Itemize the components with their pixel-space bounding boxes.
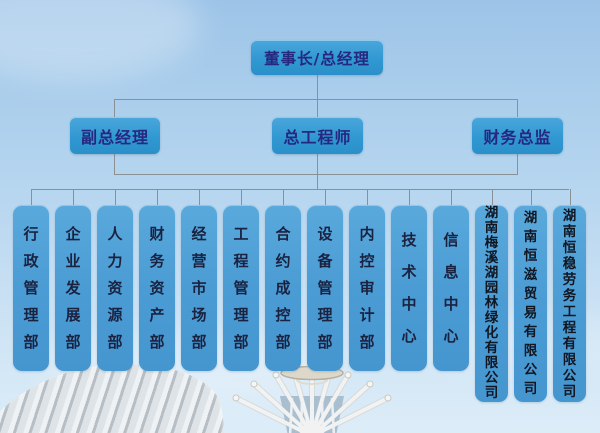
org-node-label: 行政管理部 [23,224,39,351]
org-level3-row: 行政管理部 企业发展部 人力资源部 财务资产部 经营市场部 工程管理部 合约成控… [13,189,586,402]
dept-admin-management: 行政管理部 [13,189,49,371]
org-node-label: 副总经理 [80,127,149,147]
dept-human-resources: 人力资源部 [97,189,133,371]
org-node-label: 内控审计部 [359,224,375,351]
org-node-label: 湖南恒滋贸易有限公司 [523,209,538,397]
connector [317,75,318,99]
org-node-label: 信息中心 [443,231,459,345]
org-node-chairman-general-manager: 董事长/总经理 [251,40,383,75]
connector [517,99,518,118]
subsidiary-hengzi-trading: 湖南恒滋贸易有限公司 [514,189,547,402]
org-node-label: 财务资产部 [149,224,165,351]
connector [517,154,518,174]
org-node-label: 经营市场部 [191,224,207,351]
dept-finance-assets: 财务资产部 [139,189,175,371]
connector [317,99,318,117]
org-node-label: 人力资源部 [107,224,123,351]
org-node-label: 财务总监 [483,127,552,147]
org-node-label: 总工程师 [283,127,352,147]
org-node-finance-director: 财务总监 [472,117,563,154]
dept-equipment-management: 设备管理部 [307,189,343,371]
dept-operations-market: 经营市场部 [181,189,217,371]
dept-internal-audit: 内控审计部 [349,189,385,371]
org-node-label: 合约成控部 [275,224,291,351]
connector [114,99,518,100]
connector [114,99,115,118]
dept-enterprise-development: 企业发展部 [55,189,91,371]
connector [317,154,318,189]
cloud-decoration [0,0,200,80]
org-node-label: 技术中心 [401,231,417,345]
connector [114,174,518,175]
org-node-label: 企业发展部 [65,224,81,351]
center-information: 信息中心 [433,189,469,371]
org-node-label: 湖南梅溪湖园林绿化有限公司 [484,205,499,401]
dept-engineering-management: 工程管理部 [223,189,259,371]
connector [31,189,569,190]
org-node-label: 设备管理部 [317,224,333,351]
subsidiary-hengwen-labor-engineering: 湖南恒稳劳务工程有限公司 [553,189,586,402]
org-node-deputy-general-manager: 副总经理 [70,117,160,154]
connector [114,154,115,174]
center-technology: 技术中心 [391,189,427,371]
org-node-label: 董事长/总经理 [264,49,370,68]
org-node-label: 湖南恒稳劳务工程有限公司 [562,207,577,400]
dept-contract-cost-control: 合约成控部 [265,189,301,371]
org-node-chief-engineer: 总工程师 [272,117,363,154]
subsidiary-meixihu-landscaping: 湖南梅溪湖园林绿化有限公司 [475,189,508,402]
org-node-label: 工程管理部 [233,224,249,351]
